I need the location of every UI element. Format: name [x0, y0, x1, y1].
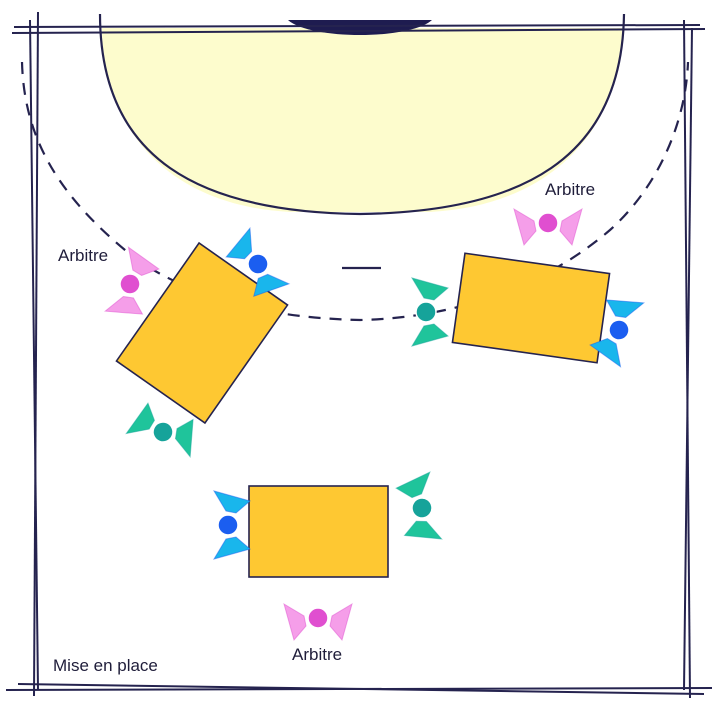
referee-icon	[513, 207, 583, 247]
player-teal-icon	[395, 471, 443, 540]
table-left	[115, 241, 289, 425]
player-blue-icon	[589, 299, 646, 368]
player-blue-icon	[212, 490, 252, 560]
goal-area-line	[98, 13, 626, 216]
referee-label-bottom: Arbitre	[292, 645, 342, 664]
referee-icon	[103, 246, 160, 315]
referee-label-right: Arbitre	[545, 180, 595, 199]
caption: Mise en place	[53, 656, 158, 675]
referee-icon	[283, 602, 353, 642]
markers	[103, 207, 646, 642]
goal-area-fill	[102, 28, 622, 212]
referee-label-left: Arbitre	[58, 246, 108, 265]
player-teal-icon	[410, 277, 450, 347]
court-boundary	[5, 11, 713, 699]
free-throw-line	[20, 61, 690, 322]
table-right	[451, 252, 611, 364]
player-teal-icon	[125, 402, 194, 459]
table-bottom	[248, 485, 389, 578]
player-blue-icon	[225, 226, 291, 298]
